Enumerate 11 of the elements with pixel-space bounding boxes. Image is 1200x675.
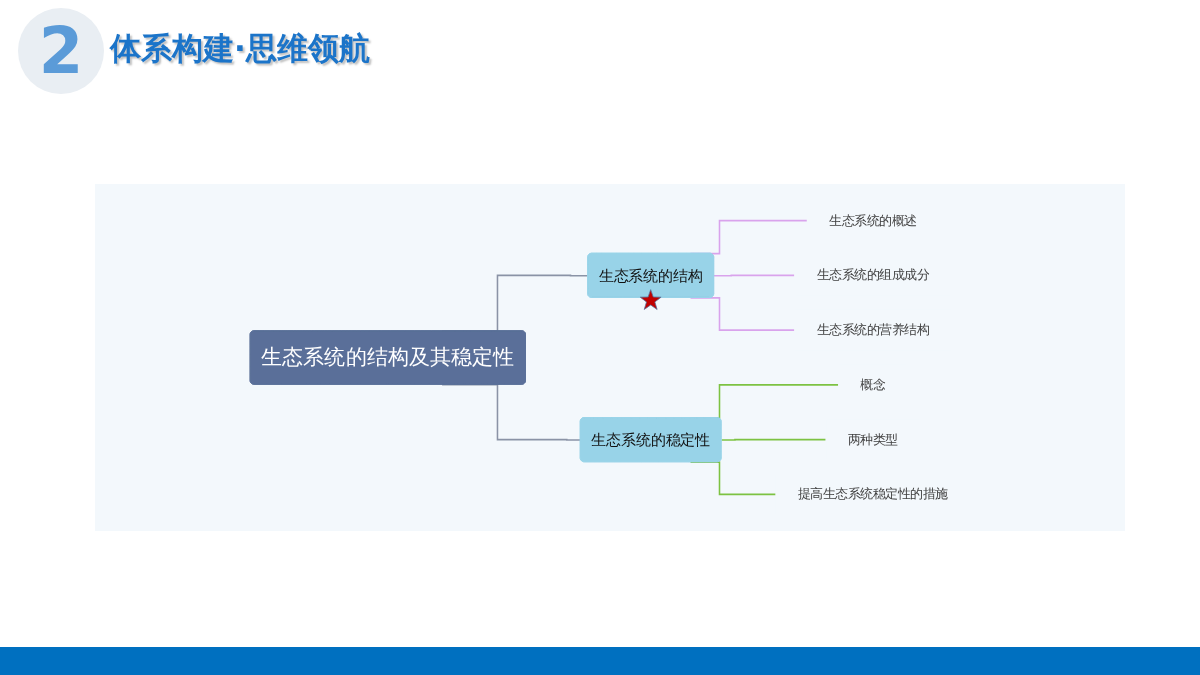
connector — [713, 274, 796, 277]
node-text: 提高生态系统稳定性的措施 — [797, 486, 948, 502]
node-text: 生态系统的概述 — [829, 212, 917, 228]
node-text: 生态系统的组成成分 — [816, 267, 930, 283]
node-text: 生态系统的营养结构 — [816, 322, 930, 338]
title: 体系构建·思维领航 — [110, 29, 370, 68]
connector — [720, 438, 827, 441]
node-text: 概念 — [860, 377, 886, 392]
panel-background: 生态系统的结构及其稳定性 生态系统的结构 生态系统的稳定性 生态系统的概述 生态系统的组成成分 生态系统的营养结构 概念 两种类型 提高生态系统稳定性的措施 — [95, 184, 1125, 531]
section-number: 2 — [18, 8, 104, 94]
node-text: 两种类型 — [847, 431, 898, 447]
